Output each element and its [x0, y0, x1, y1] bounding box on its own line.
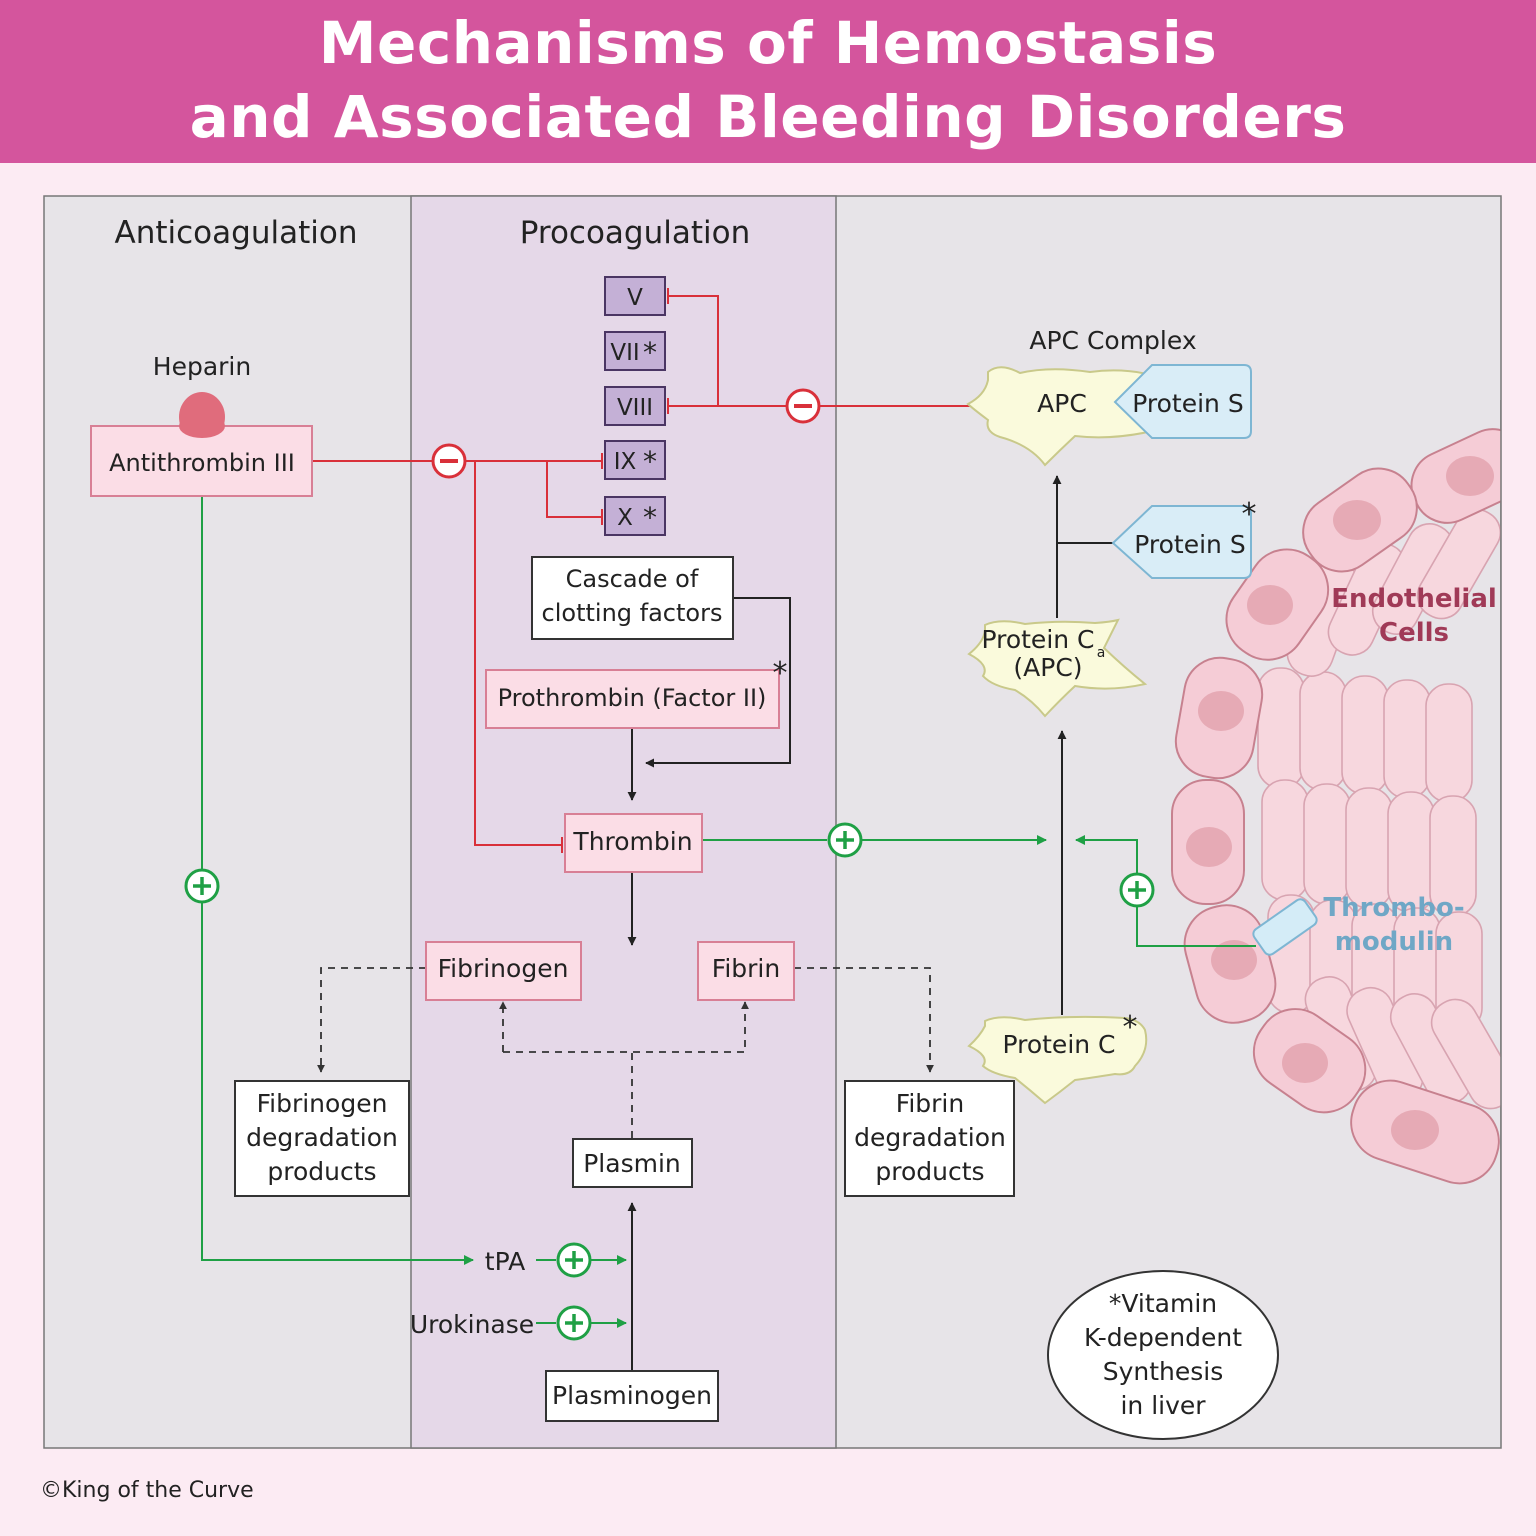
legend-line3: Synthesis [1103, 1357, 1224, 1386]
heparin-label: Heparin [153, 352, 251, 381]
fibrinogen-box [425, 941, 582, 1001]
apc-shape [966, 366, 1151, 467]
degradation-dashed-lines [317, 967, 934, 1138]
factor-box-v [604, 276, 666, 316]
copyright-text: ©King of the Curve [40, 1478, 254, 1503]
endothelial-label-line1: Endothelial [1331, 584, 1497, 614]
plasmin-box [572, 1138, 693, 1188]
cascade-box [531, 556, 734, 640]
antithrombin-inhibition-lines [312, 288, 970, 853]
fibrin-dp-line1: Fibrin [896, 1089, 964, 1118]
pathway-arrows [627, 475, 1113, 1370]
tpa-label: tPA [485, 1247, 525, 1276]
legend-line1: *Vitamin [1109, 1289, 1217, 1318]
factor-box-x [604, 496, 666, 536]
fibrin-dp-line3: products [875, 1157, 984, 1186]
thrombomodulin-label-line1: Thrombo- [1323, 893, 1464, 923]
plus-symbol-thrombin [827, 822, 863, 858]
protein-s-label: Protein S [1134, 530, 1245, 559]
anticoagulation-heading: Anticoagulation [115, 215, 358, 251]
endothelial-label-line2: Cells [1379, 618, 1449, 648]
plasmin-label: Plasmin [583, 1149, 681, 1178]
prothrombin-label: Prothrombin (Factor II) [498, 684, 767, 712]
factor-label-viii: VIII [617, 395, 653, 421]
fibrinogen-dp-line1: Fibrinogen [257, 1089, 388, 1118]
legend-line2: K-dependent [1084, 1323, 1242, 1352]
protein-s-bound-label: Protein S [1132, 389, 1243, 418]
plasminogen-label: Plasminogen [552, 1381, 712, 1410]
urokinase-label: Urokinase [410, 1310, 534, 1339]
thrombomodulin-label-line2: modulin [1335, 927, 1453, 957]
legend-oval [1047, 1270, 1279, 1440]
plus-symbols [184, 822, 1155, 1341]
plus-symbol-heparin [184, 868, 220, 904]
factor-label-x: X [617, 505, 633, 531]
protein-s-bound-shape [1113, 364, 1252, 439]
factor-label-v: V [627, 285, 643, 311]
fibrinogen-dp-line2: degradation [246, 1123, 398, 1152]
protein-s-shape [1111, 505, 1252, 579]
apc-complex-label: APC Complex [1029, 326, 1196, 355]
header-banner: Mechanisms of Hemostasis and Associated … [0, 0, 1536, 163]
protein-c-label: Protein C [1002, 1030, 1115, 1059]
factor-asterisk-ix: * [643, 445, 657, 478]
fibrin-box [697, 941, 795, 1001]
protein-ca-subscript: a [1097, 645, 1106, 661]
factor-label-vii: VII [610, 340, 639, 366]
prothrombin-box [485, 669, 780, 729]
factor-box-ix [604, 440, 666, 480]
fibrinogen-dp-line3: products [267, 1157, 376, 1186]
factor-asterisk-x: * [643, 501, 657, 534]
minus-symbol-antithrombin [431, 443, 467, 479]
plus-symbol-urokinase [556, 1305, 592, 1341]
cascade-label-line1: Cascade of [566, 565, 699, 593]
title-line-2: and Associated Bleeding Disorders [189, 83, 1347, 151]
fibrinogen-label: Fibrinogen [438, 954, 569, 983]
fibrin-dp-line2: degradation [854, 1123, 1006, 1152]
fibrin-degradation-box [844, 1080, 1015, 1197]
frame-mask [1501, 400, 1536, 1220]
heparin-binding [179, 414, 225, 438]
protein-ca-label-line1: Protein C [981, 625, 1094, 654]
factor-box-viii [604, 386, 666, 426]
plus-symbol-tpa [556, 1242, 592, 1278]
thrombin-box [564, 813, 703, 873]
thrombin-label: Thrombin [572, 827, 692, 856]
endothelial-cells-illustration [1171, 428, 1530, 1185]
activation-lines [201, 496, 1256, 1328]
thrombomodulin-receptor [1252, 898, 1318, 956]
cascade-label-line2: clotting factors [542, 599, 723, 627]
protein-ca-label-line2: (APC) [1013, 653, 1082, 682]
factor-asterisk-vii: * [643, 336, 657, 369]
fibrinogen-degradation-box [234, 1080, 410, 1197]
apc-label: APC [1037, 389, 1087, 418]
protein-ca-shape [967, 618, 1148, 718]
fibrin-label: Fibrin [712, 954, 780, 983]
legend-line4: in liver [1120, 1391, 1206, 1420]
prothrombin-asterisk: * [773, 656, 788, 691]
protein-c-shape [967, 1015, 1148, 1105]
title-line-1: Mechanisms of Hemostasis [318, 9, 1218, 77]
protein-s-asterisk: * [1242, 497, 1257, 532]
antithrombin-label: Antithrombin III [109, 449, 295, 477]
protein-c-asterisk: * [1123, 1010, 1138, 1045]
procoagulation-heading: Procoagulation [520, 215, 751, 251]
factor-label-ix: IX [614, 449, 637, 475]
factor-box-vii [604, 331, 666, 371]
plasminogen-box [545, 1370, 719, 1422]
minus-symbol-apc [785, 388, 821, 424]
plus-symbol-thrombomodulin [1119, 872, 1155, 908]
